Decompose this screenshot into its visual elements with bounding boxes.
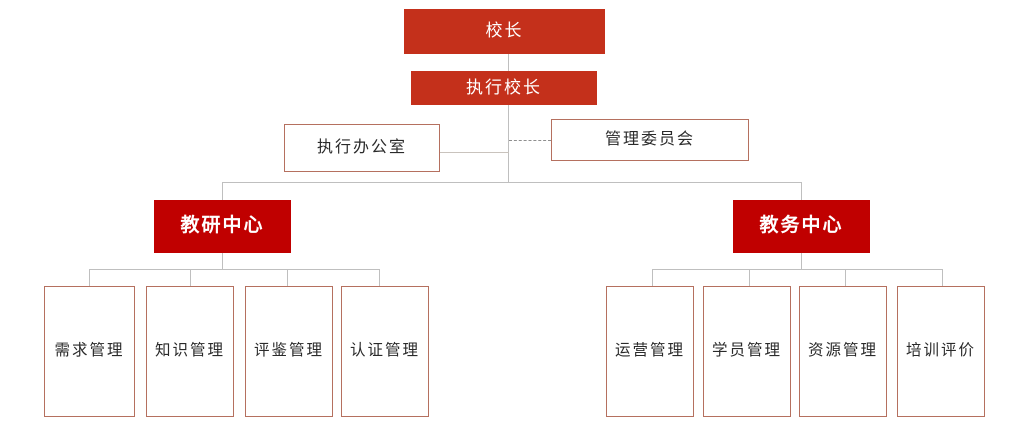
node-principal-label: 校长: [485, 21, 524, 41]
connector-drop-resource-mgmt: [845, 269, 846, 286]
connector-executive-office-stub: [440, 152, 509, 153]
node-resource-mgmt-label: 资源管理: [807, 342, 878, 360]
connector-bus-level4: [222, 182, 802, 183]
node-appraisal-mgmt[interactable]: 评鉴管理: [245, 286, 333, 417]
connector-bus-teaching-research-children: [89, 269, 379, 270]
node-knowledge-mgmt[interactable]: 知识管理: [146, 286, 234, 417]
node-executive-office-label: 执行办公室: [316, 139, 407, 157]
node-trainee-mgmt[interactable]: 学员管理: [703, 286, 791, 417]
node-knowledge-mgmt-label: 知识管理: [154, 342, 225, 360]
node-training-evaluation[interactable]: 培训评价: [897, 286, 985, 417]
node-executive-office[interactable]: 执行办公室: [284, 124, 440, 172]
node-teaching-research-center-label: 教研中心: [180, 215, 265, 237]
node-management-committee[interactable]: 管理委员会: [551, 119, 749, 161]
connector-drop-appraisal-mgmt: [287, 269, 288, 286]
node-academic-affairs-center[interactable]: 教务中心: [733, 200, 870, 253]
node-executive-principal[interactable]: 执行校长: [411, 71, 597, 105]
connector-drop-operation-mgmt: [652, 269, 653, 286]
connector-office-to-committee-dashed: [509, 140, 551, 141]
node-demand-mgmt[interactable]: 需求管理: [44, 286, 135, 417]
connector-drop-training-evaluation: [942, 269, 943, 286]
node-teaching-research-center[interactable]: 教研中心: [154, 200, 291, 253]
node-resource-mgmt[interactable]: 资源管理: [799, 286, 887, 417]
node-academic-affairs-center-label: 教务中心: [759, 215, 844, 237]
node-trainee-mgmt-label: 学员管理: [711, 342, 782, 360]
node-certification-mgmt[interactable]: 认证管理: [341, 286, 429, 417]
node-executive-principal-label: 执行校长: [466, 77, 542, 97]
connector-bus-academic-affairs-children: [652, 269, 942, 270]
connector-teaching-research-center-stem: [222, 253, 223, 269]
connector-principal-to-executive-principal: [508, 53, 509, 72]
connector-drop-demand-mgmt: [89, 269, 90, 286]
connector-drop-teaching-research-center: [222, 182, 223, 200]
connector-drop-certification-mgmt: [379, 269, 380, 286]
node-operation-mgmt[interactable]: 运营管理: [606, 286, 694, 417]
node-operation-mgmt-label: 运营管理: [614, 342, 685, 360]
node-appraisal-mgmt-label: 评鉴管理: [253, 342, 324, 360]
node-management-committee-label: 管理委员会: [604, 131, 695, 149]
node-principal[interactable]: 校长: [404, 9, 605, 54]
node-training-evaluation-label: 培训评价: [905, 342, 976, 360]
node-demand-mgmt-label: 需求管理: [54, 342, 125, 360]
node-certification-mgmt-label: 认证管理: [349, 342, 420, 360]
connector-drop-knowledge-mgmt: [190, 269, 191, 286]
connector-drop-trainee-mgmt: [749, 269, 750, 286]
connector-academic-affairs-center-stem: [801, 253, 802, 269]
connector-drop-academic-affairs-center: [801, 182, 802, 200]
connector-executive-principal-trunk: [508, 104, 509, 182]
